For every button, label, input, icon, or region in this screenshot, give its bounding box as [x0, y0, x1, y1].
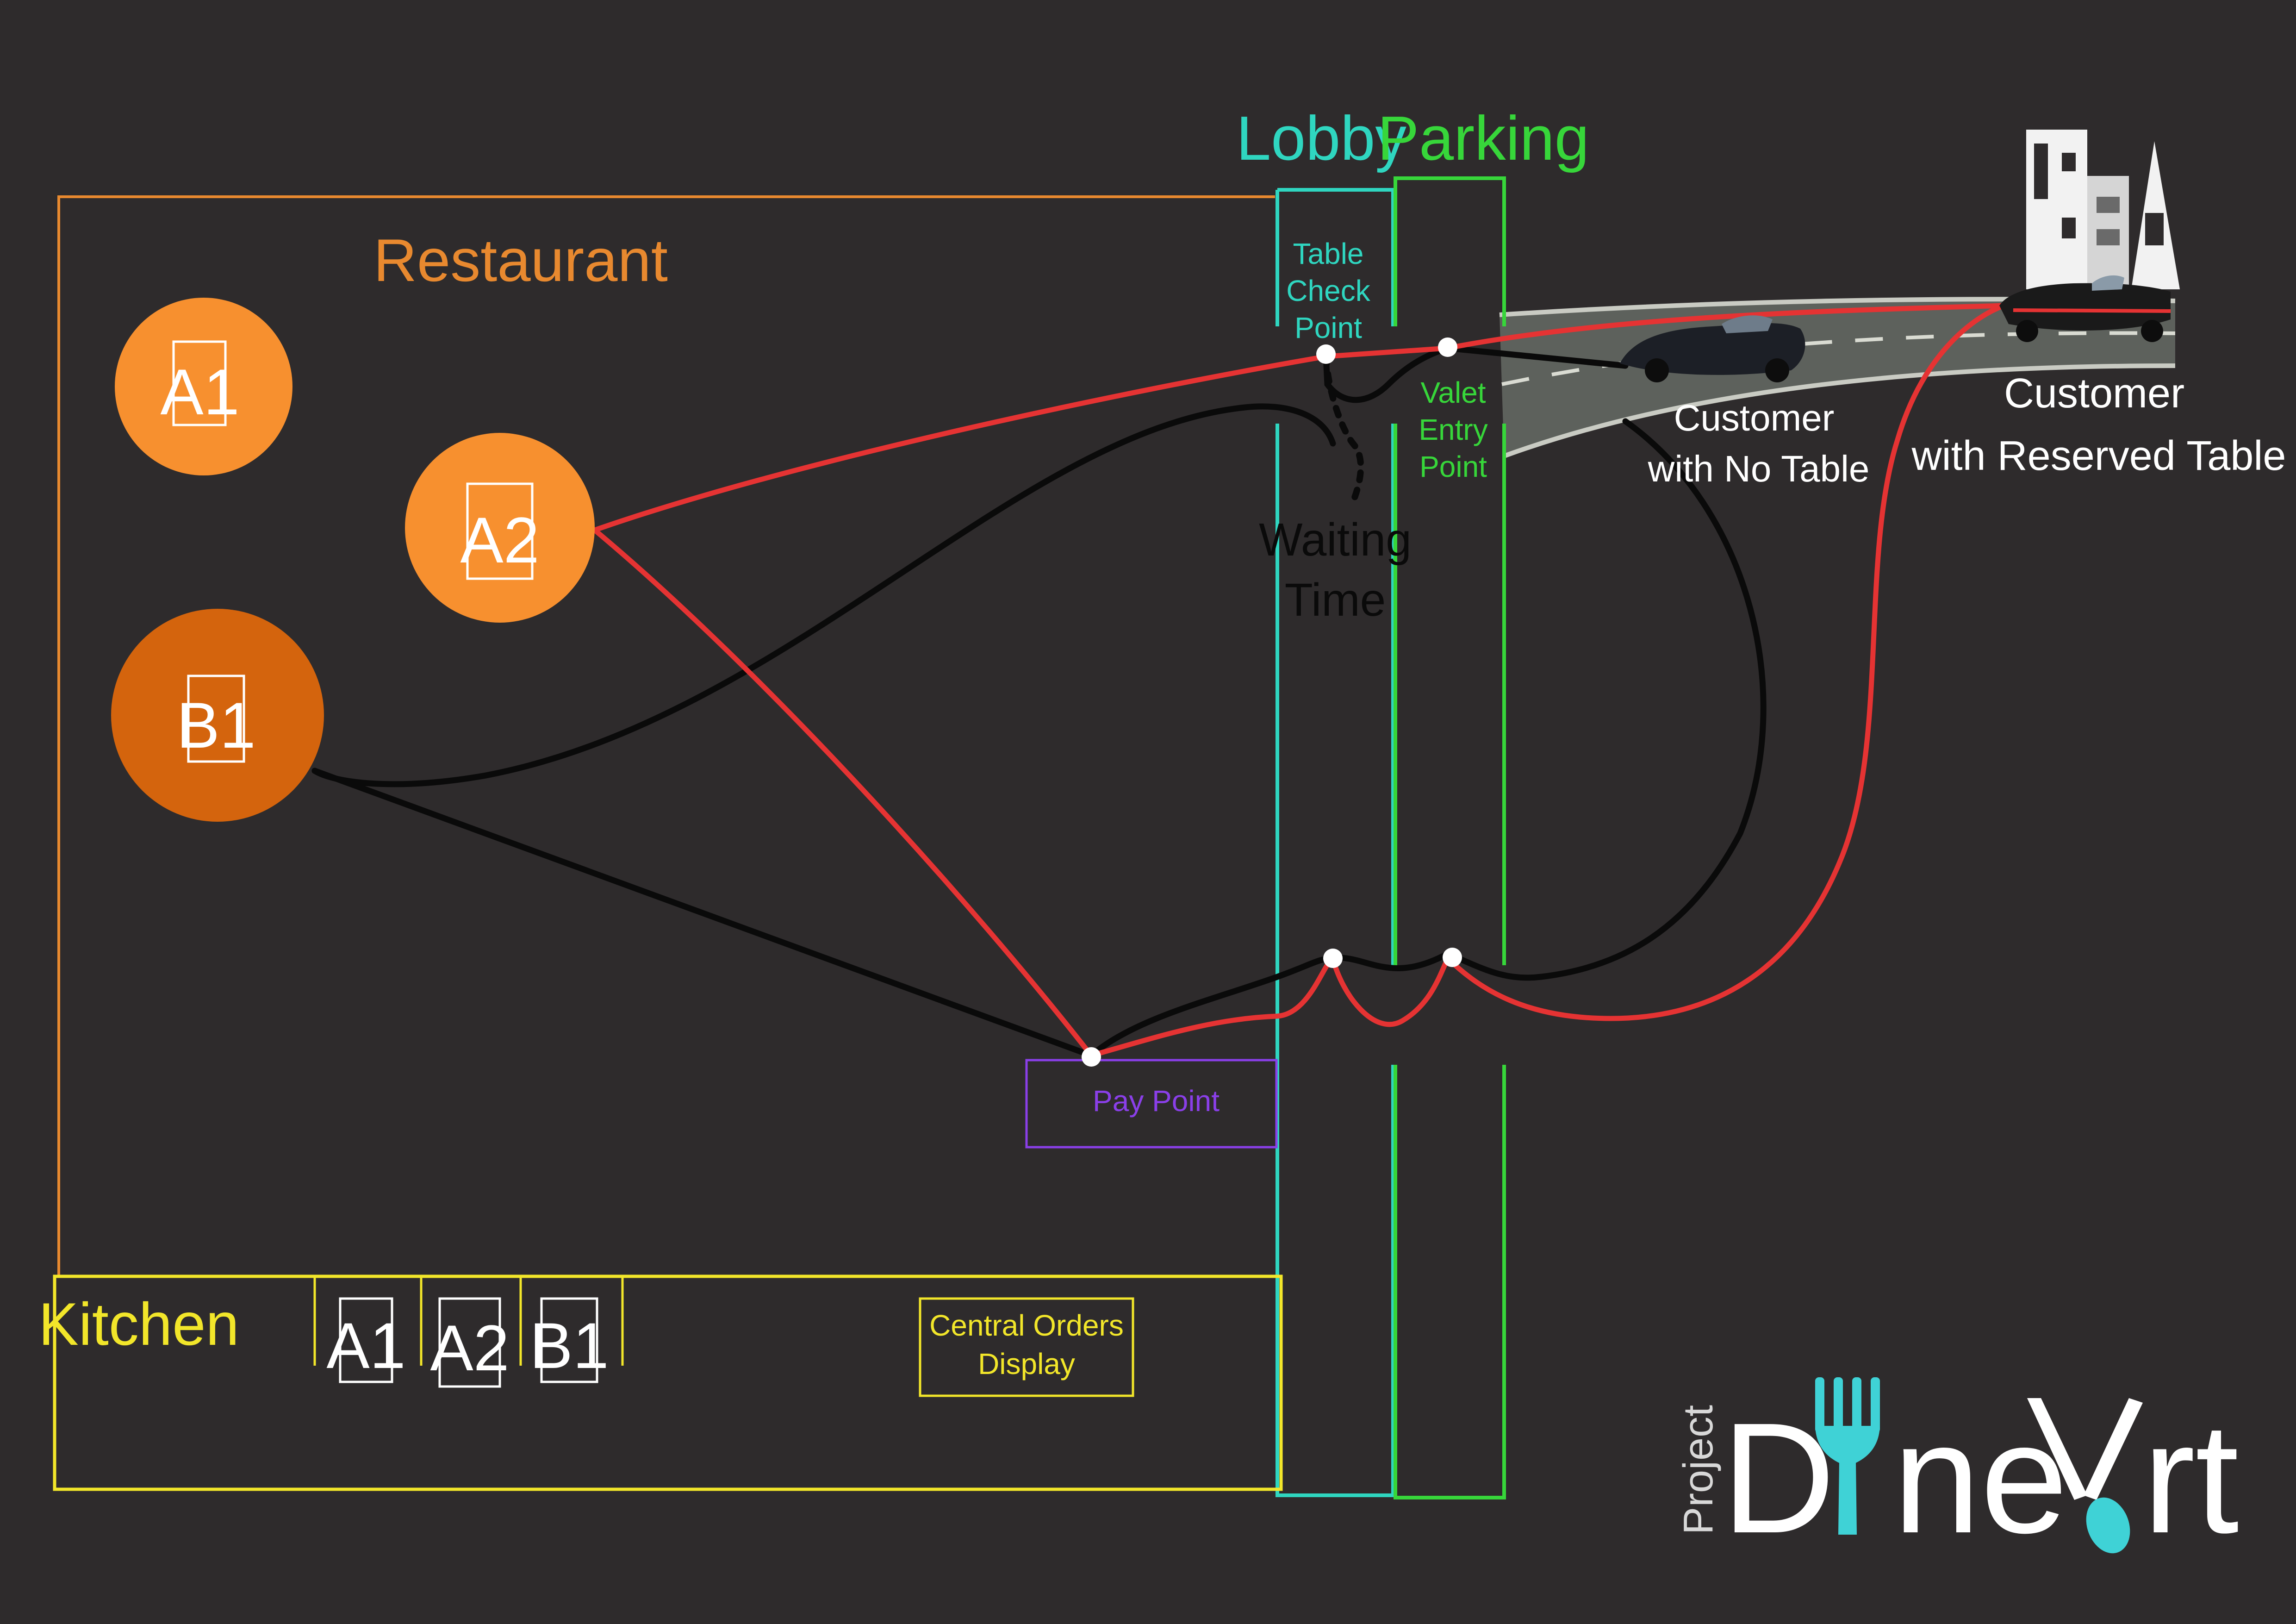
customer-no-table: Customer with No Table — [1648, 397, 1870, 489]
waiting-dotted-path — [1323, 353, 1364, 503]
parking-label: Parking — [1377, 103, 1589, 173]
car-icon — [1620, 315, 1805, 382]
fork-icon — [1815, 1377, 1880, 1535]
logo-letters-rt: rt — [2143, 1390, 2240, 1566]
valet-entry-line-2: Entry — [1419, 413, 1487, 446]
junction-pay-point — [1082, 1047, 1101, 1067]
parking-zone — [1394, 176, 1506, 1499]
reserved-valet-to-table-check — [1323, 345, 1450, 359]
kitchen-slot-a2-label: A2 — [430, 1312, 509, 1384]
no-table-flow-paths — [311, 345, 1767, 1059]
no-table-valet-to-table-check — [1323, 345, 1451, 403]
table-check-line-1: Table — [1293, 237, 1364, 270]
city-buildings-icon — [2026, 130, 2180, 289]
logo-prefix: Project — [1675, 1405, 1722, 1535]
reserved-a2-to-pay — [592, 527, 1094, 1058]
table-check-point: Table Check Point — [1286, 237, 1370, 344]
waiting-line-2: Time — [1285, 574, 1386, 626]
customer-reserved-table: Customer with Reserved Table — [1911, 370, 2286, 479]
junction-table-check — [1316, 344, 1336, 364]
table-b1-label: B1 — [176, 689, 255, 762]
junction-valet-entry — [1438, 337, 1457, 357]
customer-no-table-line-1: Customer — [1674, 397, 1835, 438]
table-a1-label: A1 — [160, 356, 239, 428]
no-table-b1-to-pay — [311, 768, 1095, 1059]
table-a1: A1 — [115, 298, 292, 475]
kitchen-label: Kitchen — [38, 1290, 239, 1358]
table-check-line-3: Point — [1294, 311, 1362, 344]
reserved-road-to-valet — [1445, 303, 2007, 351]
central-orders-display: Central Orders Display — [919, 1297, 1134, 1397]
no-table-road-to-valet — [1444, 345, 1629, 369]
kitchen-slot-b1-label: B1 — [529, 1309, 609, 1382]
valet-entry-point: Valet Entry Point — [1419, 376, 1487, 483]
table-check-line-2: Check — [1286, 274, 1370, 307]
kitchen-slot-b1: B1 — [529, 1297, 609, 1383]
kitchen-slot-a1-label: A1 — [326, 1309, 405, 1382]
kitchen-slot-a1: A1 — [326, 1297, 406, 1383]
lobby-label: Lobby — [1236, 103, 1406, 173]
reserved-exit-to-road — [1445, 303, 2007, 1021]
kitchen-dividers — [313, 1278, 624, 1366]
reserved-flow-paths — [592, 303, 2007, 1058]
waiting-line-1: Waiting — [1259, 514, 1412, 566]
customer-no-table-line-2: with No Table — [1648, 448, 1870, 489]
lobby-zone — [1276, 188, 1395, 1497]
customer-reserved-line-2: with Reserved Table — [1911, 433, 2286, 479]
no-table-pay-to-lobby — [1088, 955, 1336, 1059]
no-table-waiting-to-b1 — [311, 403, 1336, 787]
valet-entry-line-1: Valet — [1420, 376, 1486, 409]
customer-reserved-line-1: Customer — [2004, 370, 2184, 417]
logo: Project D ne rt — [1675, 1377, 2240, 1566]
pay-point-label: Pay Point — [1093, 1084, 1220, 1118]
car-icon-reserved — [1999, 275, 2171, 342]
waiting-time: Waiting Time — [1259, 353, 1412, 626]
junction-lobby-exit — [1323, 949, 1343, 968]
central-orders-line-1: Central Orders — [929, 1309, 1124, 1342]
central-orders-line-2: Display — [978, 1347, 1075, 1380]
table-a2-label: A2 — [460, 504, 539, 576]
reserved-pay-to-lobby — [1089, 956, 1336, 1058]
table-a2: A2 — [405, 433, 595, 623]
pay-point: Pay Point — [1025, 1059, 1278, 1149]
no-table-exit-to-road — [1330, 418, 1767, 981]
kitchen-slot-a2: A2 — [430, 1297, 510, 1388]
spoon-icon — [2027, 1398, 2143, 1554]
restaurant-label: Restaurant — [373, 226, 668, 294]
kitchen-zone-border — [53, 1274, 1283, 1491]
reserved-table-check-to-a2 — [592, 354, 1329, 533]
valet-entry-line-3: Point — [1419, 450, 1487, 483]
junction-parking-exit — [1443, 948, 1462, 967]
restaurant-zone-border — [57, 195, 1275, 1278]
junction-points — [1082, 337, 1462, 1067]
table-b1: B1 — [111, 609, 324, 822]
reserved-lobby-to-parking — [1330, 956, 1450, 1027]
